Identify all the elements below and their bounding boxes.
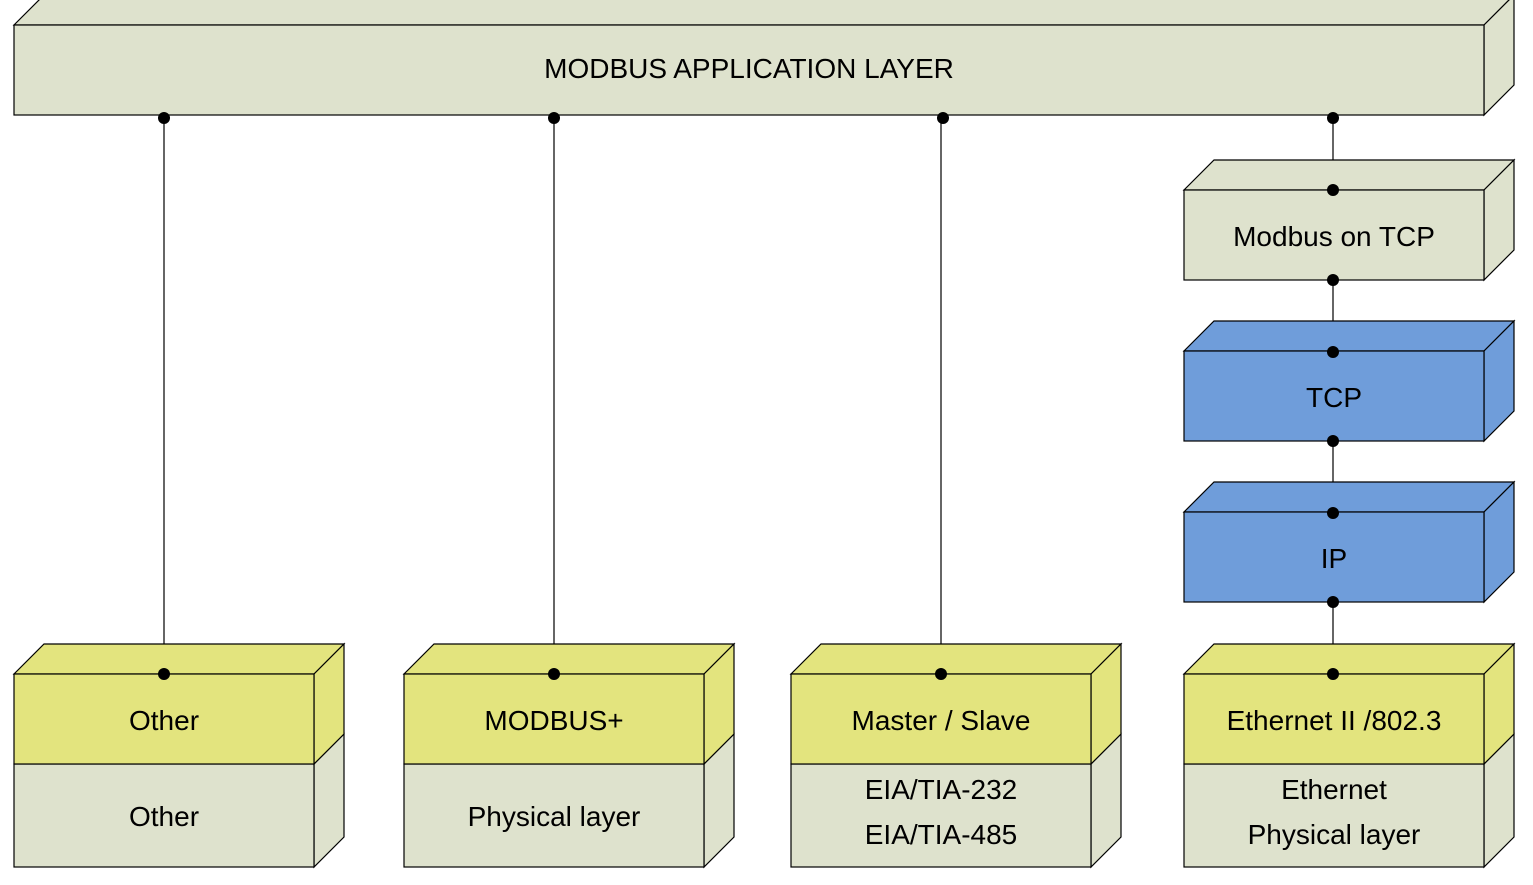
dot-other-top: [158, 668, 170, 680]
tcp-box: TCP: [1182, 319, 1516, 443]
stack-ethernet-top-label: Ethernet II /802.3: [1227, 705, 1442, 736]
app-layer-top-face: [12, 0, 1510, 26]
stack-master-slave: Master / Slave EIA/TIA-232 EIA/TIA-485: [789, 642, 1123, 869]
app-layer-front-face: [13, 24, 1485, 116]
stack-modbus-plus-top-label: MODBUS+: [484, 705, 623, 736]
modbus-on-tcp-label: Modbus on TCP: [1233, 221, 1435, 252]
dot-app-master-slave: [937, 112, 949, 124]
stack-ethernet: Ethernet II /802.3 Ethernet Physical lay…: [1182, 642, 1516, 869]
stack-other-bottom-label: Other: [129, 801, 199, 832]
modbus-application-layer: MODBUS APPLICATION LAYER: [12, 0, 1515, 117]
stack-other-top-label: Other: [129, 705, 199, 736]
tcp-label: TCP: [1306, 382, 1362, 413]
stack-ethernet-bottom-face: [1183, 763, 1485, 868]
ip-front-face: [1183, 511, 1485, 603]
stack-master-slave-bottom-face: [790, 763, 1092, 868]
stack-other: Other Other: [12, 642, 346, 869]
dot-app-modbus-plus: [548, 112, 560, 124]
stack-other-top-front: [13, 673, 315, 765]
app-layer-label: MODBUS APPLICATION LAYER: [544, 53, 954, 84]
stack-master-slave-bottom-label-1: EIA/TIA-232: [865, 774, 1018, 805]
modbus-on-tcp-top-face: [1182, 159, 1516, 191]
dot-modbus-tcp-top: [1327, 184, 1339, 196]
dot-master-slave-top: [935, 668, 947, 680]
tcp-top-face: [1182, 320, 1516, 352]
dot-ethernet-top: [1327, 668, 1339, 680]
modbus-on-tcp-box: Modbus on TCP: [1182, 158, 1516, 282]
dot-modbus-plus-top: [548, 668, 560, 680]
stack-master-slave-top-label: Master / Slave: [852, 705, 1031, 736]
stack-modbus-plus-top-front: [403, 673, 705, 765]
dot-app-tcp-path: [1327, 112, 1339, 124]
stack-modbus-plus-bottom-label: Physical layer: [468, 801, 641, 832]
stack-ethernet-top-face: [1182, 643, 1516, 675]
ip-box: IP: [1182, 480, 1516, 604]
stack-modbus-plus: MODBUS+ Physical layer: [402, 642, 736, 869]
ip-top-face: [1182, 481, 1516, 513]
dot-app-other: [158, 112, 170, 124]
stack-master-slave-top-front: [790, 673, 1092, 765]
stack-ethernet-top-front: [1183, 673, 1485, 765]
stack-modbus-plus-top-face: [402, 643, 736, 675]
stack-modbus-plus-bottom-face: [403, 763, 705, 868]
stack-ethernet-bottom-label-2: Physical layer: [1248, 819, 1421, 850]
stack-ethernet-bottom-label-1: Ethernet: [1281, 774, 1387, 805]
dot-ip-top: [1327, 507, 1339, 519]
stack-other-top-face: [12, 643, 346, 675]
connectors: [163, 118, 1334, 674]
dot-ip-bottom: [1327, 596, 1339, 608]
dot-tcp-bottom: [1327, 435, 1339, 447]
connection-dots: [158, 112, 1339, 680]
ip-label: IP: [1321, 543, 1347, 574]
dot-modbus-tcp-bottom: [1327, 274, 1339, 286]
dot-tcp-top: [1327, 346, 1339, 358]
stack-other-bottom-face: [13, 763, 315, 868]
stack-master-slave-top-face: [789, 643, 1123, 675]
stack-master-slave-bottom-label-2: EIA/TIA-485: [865, 819, 1018, 850]
